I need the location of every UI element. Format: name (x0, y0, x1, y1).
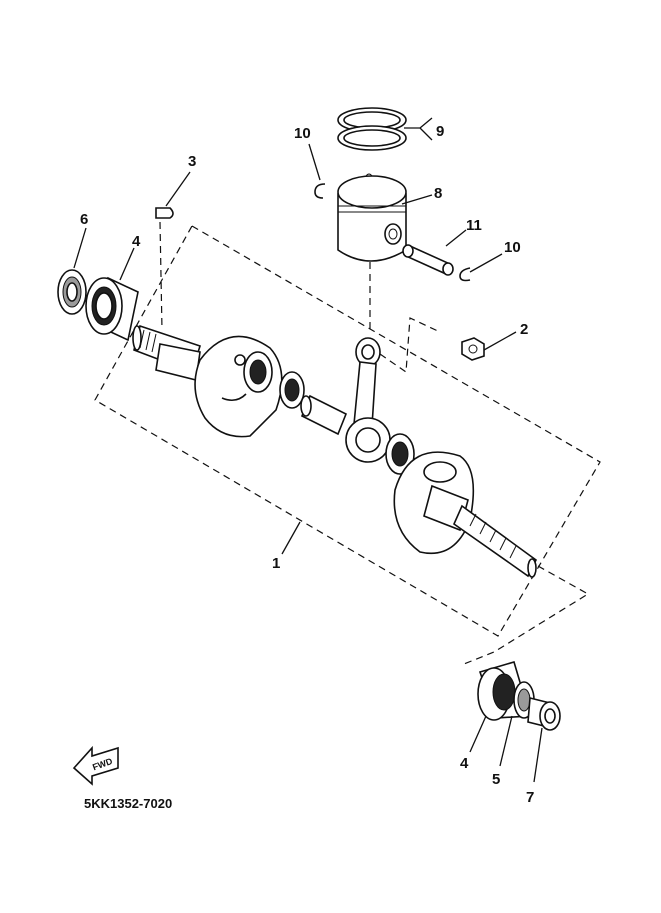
circlip-right (459, 267, 471, 282)
callout-3: 3 (188, 153, 196, 170)
connecting-rod (345, 337, 391, 463)
bearing-left (85, 276, 139, 342)
small-end-bearing (279, 371, 305, 409)
crank-pin (300, 394, 348, 436)
callout-11: 11 (466, 217, 482, 234)
oil-seal-left (57, 269, 87, 315)
piston-rings (337, 107, 407, 151)
diagram-code: 5KK1352-7020 (84, 796, 172, 811)
crankshaft-right-half (393, 451, 538, 578)
callout-5: 5 (492, 771, 500, 788)
circlip-left (314, 183, 326, 199)
callout-9: 9 (436, 123, 444, 140)
callout-4-right: 4 (460, 755, 469, 772)
woodruff-key (155, 207, 174, 219)
nut (461, 337, 485, 361)
callout-6: 6 (80, 211, 88, 228)
callout-8: 8 (434, 185, 442, 202)
callout-1: 1 (272, 555, 280, 572)
fwd-arrow-icon: FWD (72, 745, 119, 786)
callout-10-left: 10 (294, 125, 311, 142)
collar (527, 696, 561, 731)
piston-pin (402, 244, 454, 276)
callout-2: 2 (520, 321, 528, 338)
big-end-bearing (385, 433, 415, 475)
piston (337, 173, 407, 262)
callout-7: 7 (526, 789, 534, 806)
crankshaft-left-half (132, 324, 283, 438)
callout-4-left: 4 (132, 233, 141, 250)
crankshaft-assembly-outline (94, 225, 601, 637)
callout-10-right: 10 (504, 239, 521, 256)
